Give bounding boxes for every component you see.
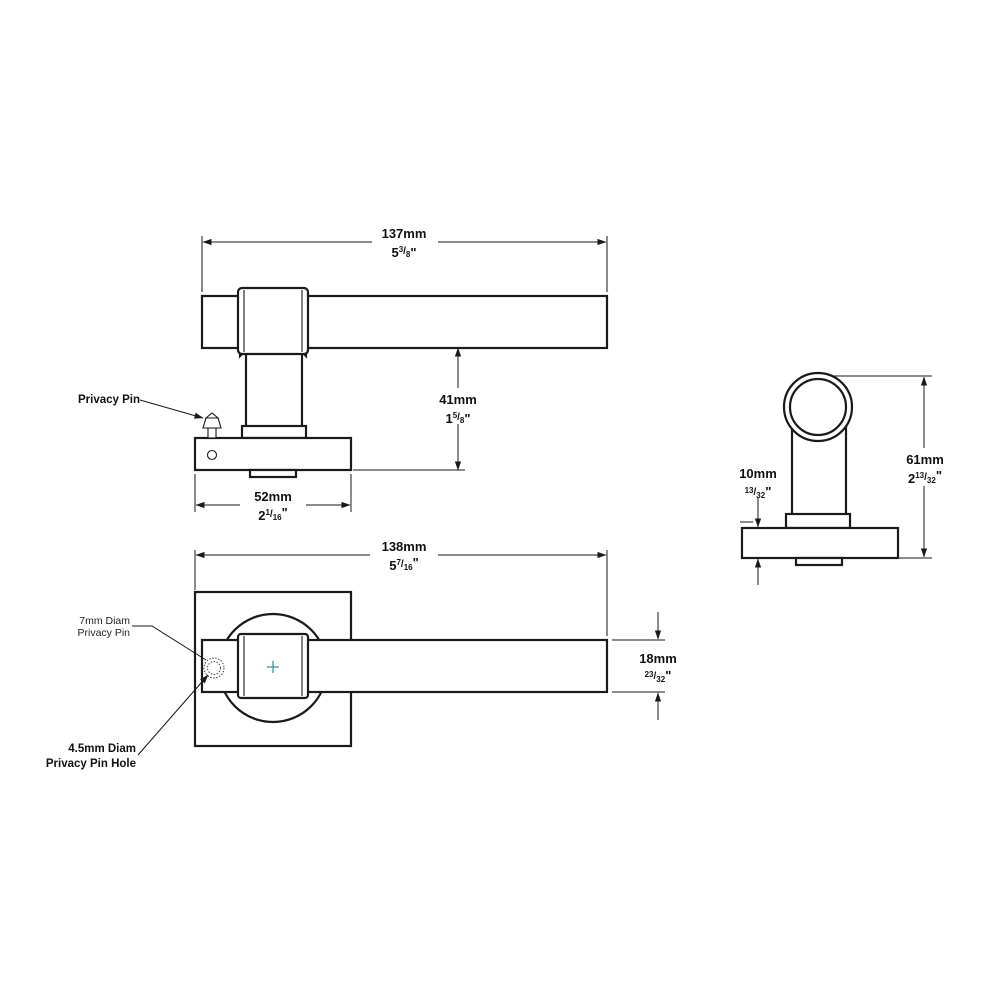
pin-diam-label-1: 7mm Diam bbox=[79, 615, 130, 627]
lever-end-inner bbox=[788, 377, 848, 437]
dim-41-mm: 41mm bbox=[439, 392, 477, 407]
spindle-center-mark bbox=[267, 661, 279, 673]
side-view: 61mm 213/32" 10mm 13/32" bbox=[739, 371, 950, 585]
rose-spigot bbox=[248, 468, 298, 479]
privacy-pin-7mm-icon bbox=[203, 657, 225, 679]
dim-41-inch: 15/8" bbox=[445, 411, 470, 426]
dim-10-mm: 10mm bbox=[739, 466, 777, 481]
dim-138-mm: 138mm bbox=[382, 539, 427, 554]
dim-138-inch: 57/16" bbox=[389, 555, 419, 573]
dim-52-inch: 21/16" bbox=[258, 505, 288, 523]
pin-diam-label-2: Privacy Pin bbox=[77, 627, 130, 639]
lever-neck bbox=[244, 350, 304, 430]
dim-52-mm: 52mm bbox=[254, 489, 292, 504]
dim-18-mm: 18mm bbox=[639, 651, 677, 666]
dim-61-mm: 61mm bbox=[906, 452, 944, 467]
leader-line bbox=[137, 674, 209, 756]
leader-line bbox=[132, 625, 207, 661]
neck-base-ring bbox=[240, 424, 308, 440]
rose-plate bbox=[193, 436, 353, 472]
side-rose bbox=[740, 526, 900, 560]
privacy-pin-label: Privacy Pin bbox=[78, 394, 140, 406]
dim-10-inch: 13/32" bbox=[745, 484, 772, 500]
dim-137-mm: 137mm bbox=[382, 226, 427, 241]
privacy-pin-icon bbox=[202, 412, 222, 439]
pin-hole-label-1: 4.5mm Diam bbox=[68, 743, 136, 755]
dim-61-inch: 213/32" bbox=[908, 468, 942, 486]
pin-hole-icon bbox=[206, 449, 218, 461]
dim-18-inch: 23/32" bbox=[645, 668, 672, 684]
side-base-ring bbox=[784, 512, 852, 530]
plan-view: 138mm 57/16" 7mm Diam Privacy Pin 4.5mm … bbox=[46, 539, 677, 770]
leader-line bbox=[139, 399, 204, 419]
dim-137-inch: 53/8" bbox=[391, 245, 416, 260]
lever-end-outer bbox=[782, 371, 854, 443]
pin-hole-label-2: Privacy Pin Hole bbox=[46, 758, 136, 770]
elevation-view: 137mm 53/8" Privacy Pin 41mm bbox=[78, 226, 609, 523]
lever-collar bbox=[236, 286, 310, 356]
side-spigot bbox=[794, 556, 844, 567]
privacy-pin-hole-icon bbox=[207, 661, 221, 675]
